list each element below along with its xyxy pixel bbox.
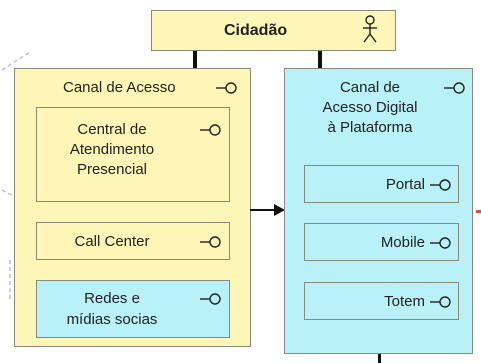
component-redes-line2: mídias socias [66,311,158,328]
interface-lollipop-icon [200,124,221,136]
component-central-line3: Presencial [76,161,148,178]
component-central-atendimento[interactable]: Central de Atendimento Presencial [36,107,230,202]
actor-connector-right [318,50,322,68]
component-central-line2: Atendimento [69,141,155,158]
digital-bottom-connector [378,354,381,363]
component-mobile[interactable]: Mobile [304,223,459,261]
component-redes-line1: Redes e [84,290,140,307]
component-totem[interactable]: Totem [304,282,459,320]
interface-lollipop-icon [200,236,221,248]
interface-lollipop-icon [430,296,451,308]
actor-connector-left [193,50,197,68]
group-canal-de-acesso[interactable]: Canal de Acesso Central de Atendimento P… [14,68,251,347]
actor-cidadao[interactable]: Cidadão [151,10,396,51]
flow-arrow [250,204,285,216]
interface-lollipop-icon [200,293,221,305]
component-portal[interactable]: Portal [304,165,459,203]
component-portal-label: Portal [385,176,425,193]
group-digital-line2: Acesso Digital [322,99,418,116]
edge-marker [476,210,481,213]
interface-lollipop-icon [216,82,237,94]
component-central-line1: Central de [77,121,147,138]
actor-stick-figure-icon [363,15,377,43]
component-mobile-label: Mobile [380,234,425,251]
interface-lollipop-icon [430,179,451,191]
actor-label: Cidadão [224,22,288,39]
component-call-center[interactable]: Call Center [36,222,230,260]
component-call-center-label: Call Center [74,233,150,250]
group-digital-line1: Canal de [339,79,401,96]
group-canal-acesso-digital[interactable]: Canal de Acesso Digital à Plataforma Por… [284,68,473,354]
component-totem-label: Totem [384,293,425,310]
group-canal-de-acesso-label: Canal de Acesso [63,79,176,96]
interface-lollipop-icon [444,82,465,94]
group-digital-line3: à Plataforma [327,119,413,136]
component-redes-midias[interactable]: Redes e mídias socias [36,280,230,338]
interface-lollipop-icon [430,237,451,249]
